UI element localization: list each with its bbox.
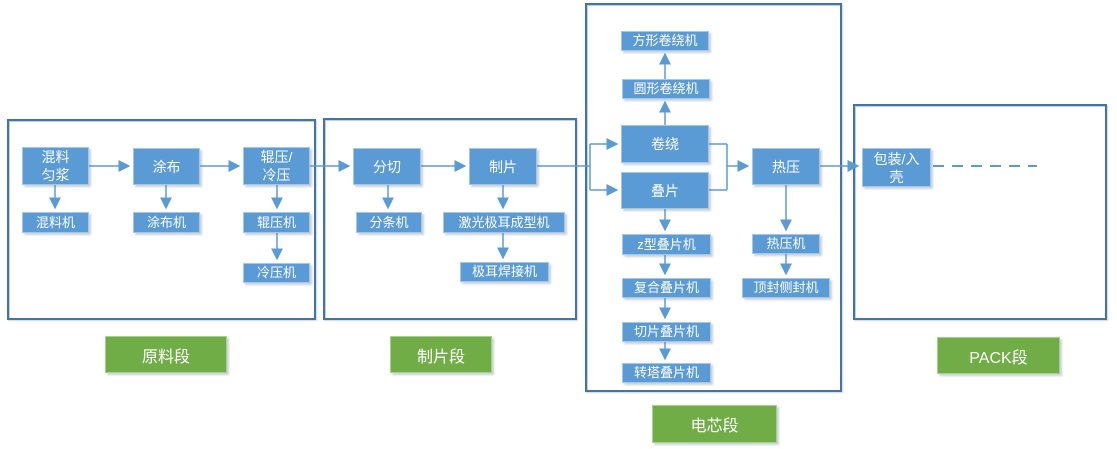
machine-edges bbox=[49, 52, 792, 361]
main-flow-edges bbox=[89, 138, 1037, 196]
node-mixer: 混料机 bbox=[22, 212, 89, 233]
section-label-raw-material: 原料段 bbox=[105, 336, 227, 373]
node-laser-tab-former: 激光极耳成型机 bbox=[443, 212, 565, 233]
panel-pack bbox=[853, 104, 1107, 320]
node-hot-press: 热压 bbox=[752, 148, 820, 185]
node-stacking: 叠片 bbox=[621, 172, 709, 209]
node-hot-press-machine: 热压机 bbox=[752, 234, 820, 254]
section-label-sheet-making: 制片段 bbox=[390, 336, 492, 373]
node-composite-stacker: 复合叠片机 bbox=[622, 278, 711, 298]
node-coating: 涂布 bbox=[133, 148, 200, 185]
node-slitter: 分条机 bbox=[356, 212, 422, 233]
node-cold-press: 冷压机 bbox=[243, 263, 310, 283]
node-mixing: 混料 匀浆 bbox=[22, 147, 89, 185]
node-winding: 卷绕 bbox=[621, 125, 709, 163]
node-z-stacker: z型叠片机 bbox=[622, 234, 711, 255]
node-coater: 涂布机 bbox=[133, 212, 200, 233]
node-roll-press: 辊压机 bbox=[243, 212, 310, 233]
node-rolling: 辊压/ 冷压 bbox=[243, 147, 310, 185]
section-label-cell: 电芯段 bbox=[652, 405, 777, 443]
node-cut-stacker: 切片叠片机 bbox=[622, 322, 711, 342]
node-turret-stacker: 转塔叠片机 bbox=[622, 363, 711, 383]
node-sheeting: 制片 bbox=[469, 148, 537, 185]
node-slitting: 分切 bbox=[353, 148, 421, 185]
node-round-winder: 圆形卷绕机 bbox=[622, 79, 710, 99]
node-top-side-sealer: 顶封侧封机 bbox=[742, 278, 830, 298]
section-label-pack: PACK段 bbox=[937, 337, 1060, 374]
node-tab-welder: 极耳焊接机 bbox=[460, 262, 549, 282]
node-packing: 包装/入 壳 bbox=[862, 148, 931, 187]
node-square-winder: 方形卷绕机 bbox=[621, 31, 709, 51]
